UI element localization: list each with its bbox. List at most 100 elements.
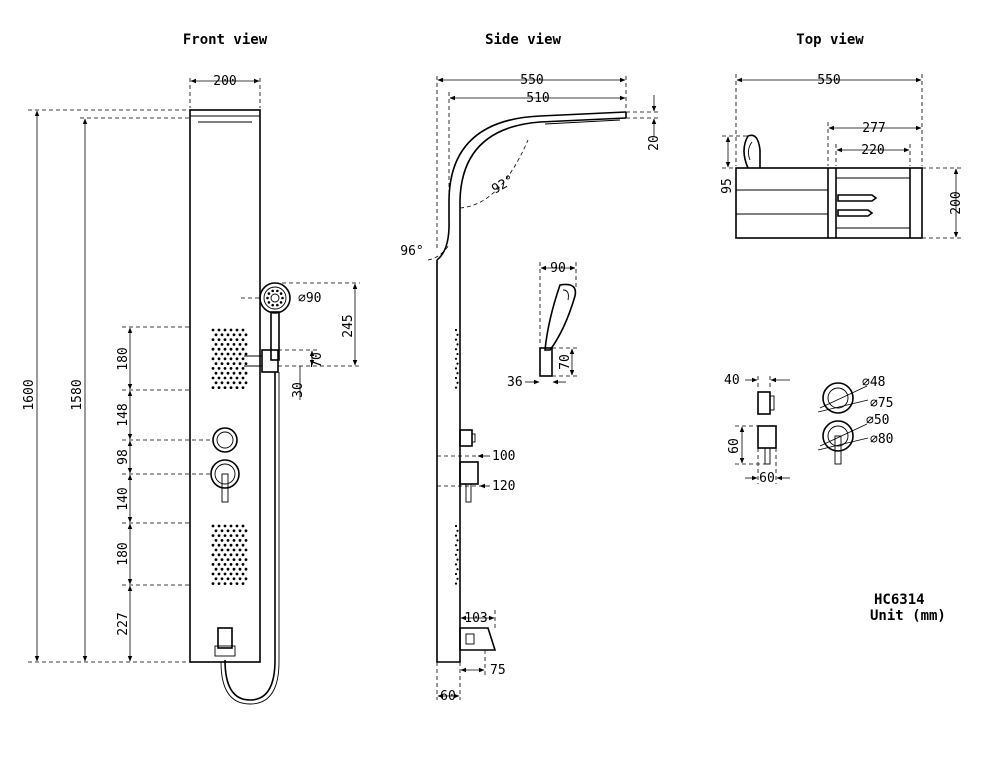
jet-nozzle — [217, 328, 221, 332]
jet-nozzle — [217, 572, 221, 576]
jet-nozzle — [244, 352, 248, 356]
jet-nozzle — [223, 572, 227, 576]
jet-nozzle — [244, 381, 248, 385]
jet-nozzle — [226, 539, 230, 542]
dim-seg-140: 140 — [116, 487, 131, 510]
jet-nozzle — [229, 534, 233, 537]
dim-top-220: 220 — [861, 143, 884, 158]
unit-label: Unit (mm) — [870, 608, 946, 624]
jet-nozzle — [226, 558, 230, 561]
jet-nozzle — [232, 343, 236, 346]
jet-nozzle — [220, 567, 224, 571]
jet-nozzle — [229, 572, 233, 576]
jet-nozzle — [244, 371, 248, 375]
dim-holder-span: 245 — [341, 314, 356, 337]
jet-nozzle — [235, 524, 239, 528]
jet-nozzle — [456, 352, 459, 356]
dim-seg-180b: 180 — [116, 542, 131, 565]
jet-nozzle — [217, 386, 221, 389]
dim-detail-60h: 60 — [759, 471, 775, 486]
jet-nozzle — [454, 544, 458, 547]
jet-nozzle — [232, 371, 236, 375]
jet-nozzle — [241, 386, 245, 389]
dim-top-95: 95 — [720, 178, 735, 194]
jet-nozzle — [454, 357, 458, 360]
jet-nozzle — [232, 362, 236, 365]
jet-nozzle — [223, 376, 227, 380]
dim-head-20: 20 — [647, 135, 662, 151]
jet-nozzle — [232, 333, 236, 337]
jet-nozzle — [217, 524, 221, 528]
jet-nozzle — [226, 371, 230, 375]
jet-nozzle — [214, 352, 218, 356]
jet-nozzle — [226, 577, 230, 581]
top-hand-shower — [743, 134, 761, 169]
jet-nozzle — [456, 577, 459, 580]
jet-nozzle — [229, 376, 233, 380]
jet-nozzle — [220, 333, 224, 337]
jet-nozzle — [229, 338, 233, 341]
dim-holder-70: 70 — [310, 352, 325, 368]
spray-nozzle — [276, 303, 279, 307]
jet-nozzle — [229, 367, 233, 370]
jet-nozzle — [456, 558, 459, 561]
mixer-knob — [210, 459, 240, 489]
jet-nozzle — [238, 371, 242, 375]
jet-nozzle — [454, 524, 458, 528]
jet-nozzle — [223, 347, 227, 351]
jet-nozzle — [229, 563, 233, 566]
dim-angle-92: 92° — [489, 173, 517, 198]
jet-nozzle — [223, 367, 227, 370]
jet-nozzle — [214, 548, 218, 552]
spray-nozzle — [281, 296, 284, 300]
jet-nozzle — [235, 386, 239, 389]
spray-nozzle — [266, 296, 269, 300]
jet-nozzle — [211, 357, 215, 361]
jet-nozzle — [220, 539, 224, 542]
jet-nozzle — [220, 371, 224, 375]
dim-hand-side-90: 90 — [550, 261, 566, 276]
dim-total-height: 1600 — [22, 379, 37, 410]
jet-nozzle — [454, 338, 458, 341]
jet-nozzle — [456, 381, 459, 384]
dim-knob-100: 100 — [492, 449, 515, 464]
hand-shower-front — [244, 282, 291, 373]
side-view-title: Side view — [485, 32, 561, 48]
top-view: 550 277 220 95 200 — [720, 73, 964, 239]
front-panel — [189, 109, 261, 663]
jet-nozzle — [223, 524, 227, 528]
jet-nozzle — [232, 558, 236, 561]
jet-nozzle — [244, 529, 248, 533]
jet-nozzle — [214, 371, 218, 375]
jet-nozzle — [226, 529, 230, 533]
spray-nozzle — [267, 292, 271, 295]
jet-nozzle — [223, 328, 227, 332]
jet-nozzle — [238, 567, 242, 571]
jet-nozzle — [211, 328, 215, 332]
jet-nozzle — [454, 328, 458, 332]
jet-nozzle — [238, 577, 242, 581]
jet-nozzle — [217, 563, 221, 566]
jet-nozzle — [232, 352, 236, 356]
jet-nozzle — [217, 553, 221, 557]
jet-nozzle — [456, 362, 459, 365]
dim-dia75: ⌀75 — [870, 396, 893, 411]
dim-dia50: ⌀50 — [866, 413, 889, 428]
jet-nozzle — [232, 548, 236, 552]
jet-nozzle — [238, 352, 242, 356]
spray-nozzle — [279, 301, 283, 304]
jet-nozzle — [211, 367, 215, 370]
top-panel — [735, 167, 923, 239]
jet-nozzle — [214, 567, 218, 571]
jet-nozzle — [214, 343, 218, 346]
front-head-slot — [190, 115, 260, 123]
jet-nozzle — [238, 539, 242, 542]
jet-nozzle — [456, 539, 459, 542]
jet-nozzle — [220, 381, 224, 385]
jet-nozzle — [220, 558, 224, 561]
dim-hand-side-70: 70 — [558, 354, 573, 370]
jet-nozzle — [456, 343, 459, 346]
jet-nozzle — [226, 352, 230, 356]
jet-nozzle — [241, 553, 245, 557]
